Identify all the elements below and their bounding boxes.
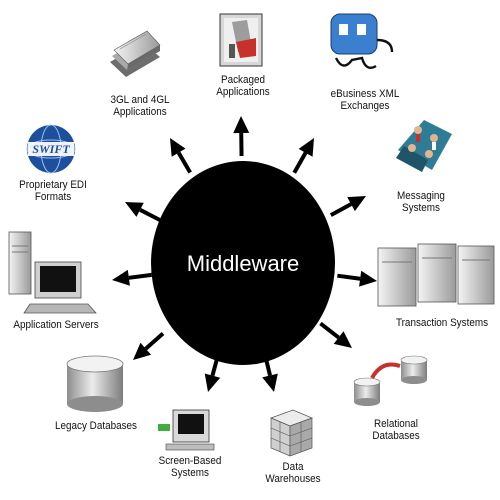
arrow-head [347, 196, 366, 212]
paper-stack-icon [110, 30, 161, 77]
arrow-head [359, 270, 377, 287]
swift-text: SWIFT [32, 142, 70, 156]
arrow-head [133, 342, 152, 360]
relational-db-icon [353, 355, 428, 406]
middleware-label: Middleware [187, 251, 300, 276]
arrow-shaft [176, 151, 192, 174]
arrow-shaft [329, 202, 353, 217]
arrow-shaft [319, 321, 340, 340]
terminal-icon [158, 409, 215, 451]
workstation-icon [8, 231, 97, 314]
packaged-applications-icon [219, 13, 263, 67]
messaging-icon [396, 120, 452, 172]
arrow-shaft [139, 208, 162, 223]
arrow-head [333, 331, 352, 348]
arrow-head [204, 373, 221, 392]
label-transaction-systems: Transaction Systems [395, 317, 489, 329]
ebusiness-xml-icon [330, 13, 394, 69]
arrow-head [298, 138, 314, 157]
arrow-head [262, 373, 278, 392]
arrow-shaft [128, 272, 152, 280]
legacy-db-icon [66, 355, 124, 412]
data-cube-icon [270, 409, 313, 457]
arrow-head [125, 202, 144, 217]
arrow-shaft [292, 151, 308, 174]
swift-globe-icon: SWIFT [26, 124, 76, 174]
arrow-shaft [337, 273, 361, 281]
arrow-head [112, 269, 130, 286]
label-application-servers: Application Servers [13, 319, 99, 331]
label-legacy-databases: Legacy Databases [54, 420, 138, 432]
arrow-head [170, 138, 186, 157]
middleware-hub [151, 161, 335, 365]
servers-icon [377, 243, 495, 307]
arrow-head [233, 116, 250, 134]
arrow-shaft [144, 332, 165, 351]
